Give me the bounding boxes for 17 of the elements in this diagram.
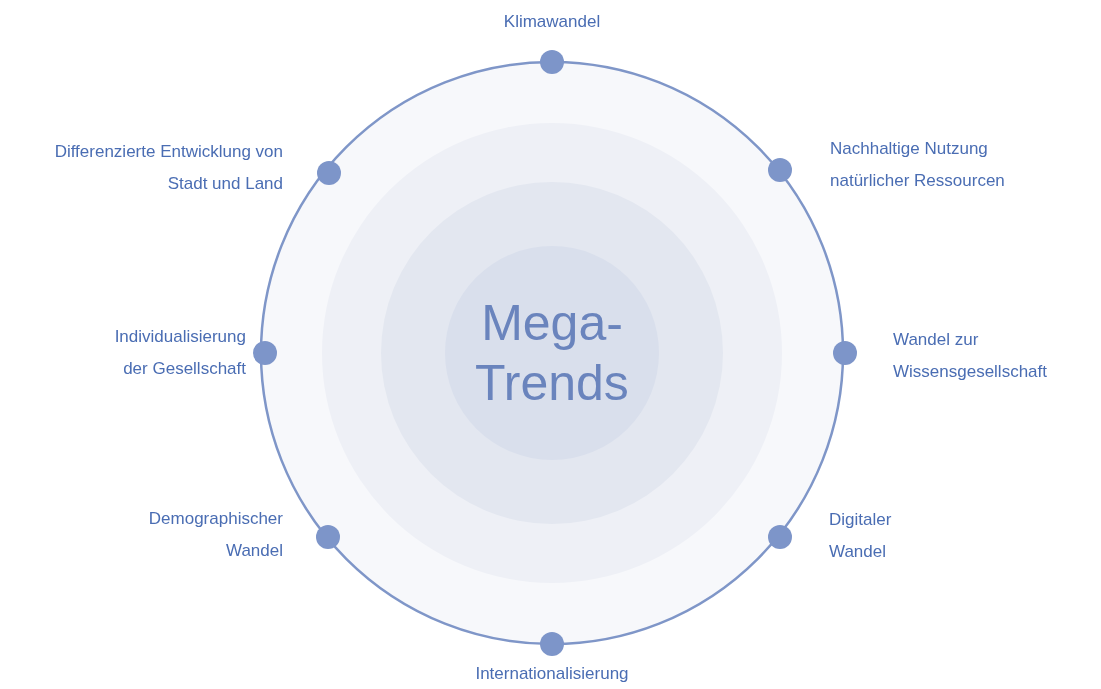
marker-dot [317,161,341,185]
marker-dot [540,632,564,656]
marker-dot [833,341,857,365]
trend-label: Klimawandel [502,11,602,33]
trend-label: Internationalisierung [474,663,630,685]
marker-dot [316,525,340,549]
marker-dot [540,50,564,74]
trend-label: Digitaler Wandel [829,509,893,563]
marker-dot [768,525,792,549]
marker-dot [768,158,792,182]
trend-label: Nachhaltige Nutzung natürlicher Ressourcen [830,138,1006,192]
trend-label: Differenzierte Entwicklung von Stadt und Land [53,141,283,195]
trend-label: Demographischer Wandel [147,508,283,562]
marker-dot [253,341,277,365]
center-title: Mega- Trends [474,294,630,413]
trend-label: Wandel zur Wissensgesellschaft [893,329,1048,383]
trend-label: Individualisierung der Gesellschaft [113,326,246,380]
